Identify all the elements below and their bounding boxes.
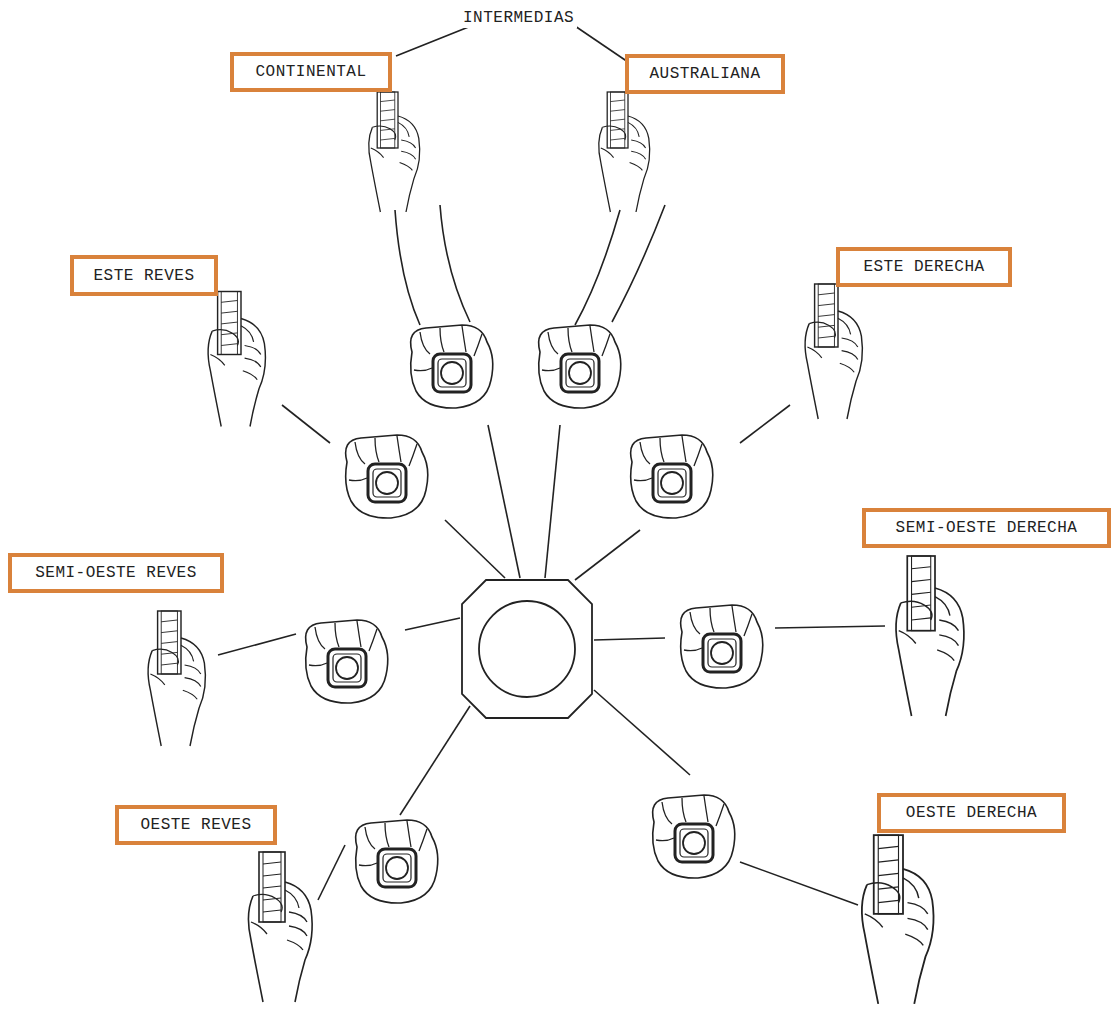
grip-name: AUSTRALIANA [639, 64, 771, 84]
grip-label-box: CONTINENTAL [230, 52, 392, 92]
group-label: INTERMEDIAS [460, 8, 577, 28]
fist-este-derecha [631, 435, 713, 518]
grip-label-box: ESTE DERECHA [836, 247, 1012, 287]
forearm [395, 205, 470, 325]
grip-oeste-derecha [862, 835, 934, 1004]
fist-continental [411, 325, 493, 408]
grip-name: ESTE REVES [84, 266, 204, 286]
grip-semi-oeste-derecha [896, 556, 964, 716]
grip-circle [479, 601, 575, 697]
grip-continental [369, 92, 420, 212]
grip-name: ESTE DERECHA [850, 257, 998, 277]
grip-oeste-reves [248, 852, 312, 1002]
fist-oeste-reves [356, 820, 438, 903]
leader-lines [218, 24, 885, 905]
grip-name: SEMI-OESTE REVES [22, 563, 210, 583]
fist-australiana [539, 325, 621, 408]
grip-label-box: ESTE REVES [70, 255, 218, 296]
grip-label-box: SEMI-OESTE REVES [8, 553, 224, 593]
grip-name: OESTE DERECHA [891, 803, 1052, 823]
fist-semi-oeste-reves [306, 620, 388, 703]
grip-este-reves [208, 292, 265, 427]
grip-australiana [599, 92, 650, 212]
grip-semi-oeste-reves [148, 611, 205, 746]
fist-este-reves [346, 435, 428, 518]
fist-oeste-derecha [653, 795, 735, 878]
grip-label-box: AUSTRALIANA [625, 54, 785, 94]
grip-name: OESTE REVES [129, 815, 263, 835]
grip-este-derecha [805, 284, 862, 419]
grip-label-box: OESTE REVES [115, 805, 277, 845]
grip-name: SEMI-OESTE DERECHA [876, 518, 1097, 538]
grip-label-box: SEMI-OESTE DERECHA [862, 508, 1111, 548]
grip-name: CONTINENTAL [244, 62, 378, 82]
grip-octagon [462, 580, 592, 718]
grip-label-box: OESTE DERECHA [877, 793, 1066, 833]
forearm [575, 205, 665, 325]
fist-semi-oeste-derecha [681, 605, 763, 688]
